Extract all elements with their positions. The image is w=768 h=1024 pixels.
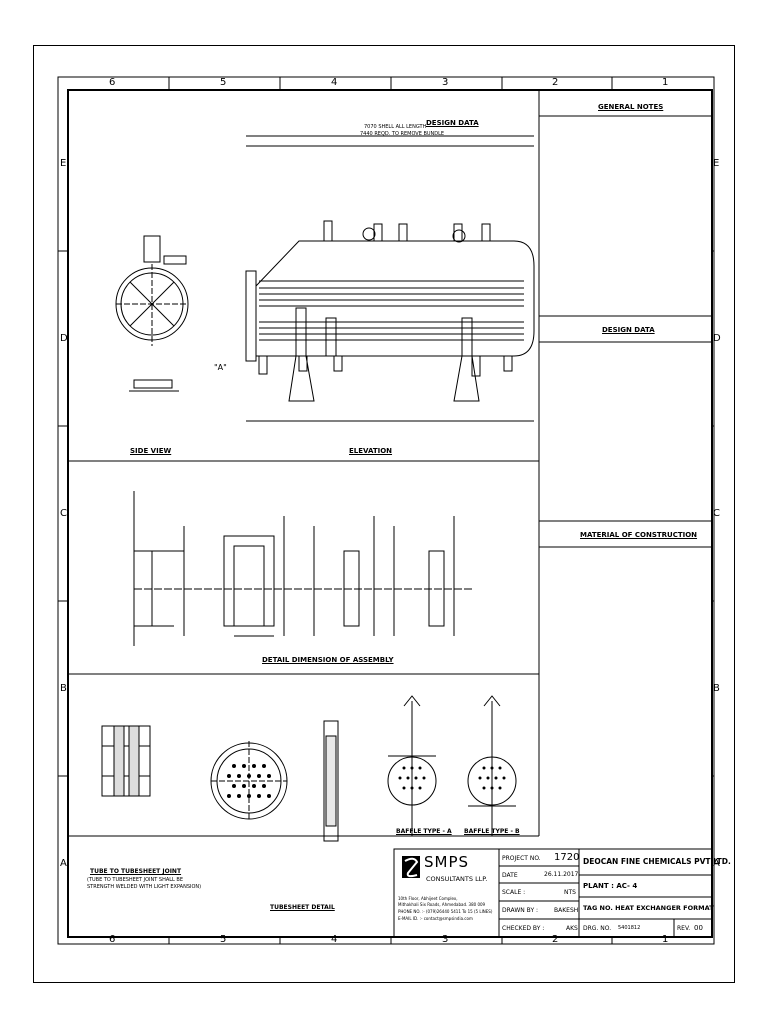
- tube-to-tubesheet-note-1: (TUBE TO TUBESHEET JOINT SHALL BE: [87, 877, 183, 883]
- bundle-removal-dim: 7440 REQD. TO REMOVE BUNDLE: [360, 131, 445, 137]
- drawn-by-label: DRAWN BY :: [502, 907, 539, 914]
- scale-label: SCALE :: [502, 889, 526, 896]
- project-no-value: 1720: [554, 852, 580, 863]
- client-name: DEOCAN FINE CHEMICALS PVT LTD.: [583, 857, 731, 866]
- material-of-construction-heading: MATERIAL OF CONSTRUCTION: [580, 531, 698, 539]
- design-data-top-title: DESIGN DATA: [426, 119, 479, 127]
- overall-length-dim: 7070 SHELL ALL LENGTH: [364, 124, 427, 130]
- design-data-heading: DESIGN DATA: [602, 326, 655, 334]
- tube-to-tubesheet-title: TUBE TO TUBESHEET JOINT: [90, 868, 182, 875]
- checked-by-value: AKS: [566, 925, 578, 932]
- side-view-title: SIDE VIEW: [130, 447, 172, 455]
- baffle-type-b-title: BAFFLE TYPE - B: [464, 828, 520, 835]
- grid-col-3: 3: [442, 77, 449, 88]
- tubesheet-detail-title: TUBESHEET DETAIL: [270, 904, 335, 911]
- baffle-type-a-title: BAFFLE TYPE - A: [396, 828, 452, 835]
- grid-col-4-bottom: 4: [331, 934, 338, 945]
- revision-label: REV.: [677, 925, 691, 932]
- grid-row-e-right: E: [713, 158, 720, 169]
- view-a-marker: "A": [214, 363, 227, 372]
- grid-row-e: E: [60, 158, 67, 169]
- grid-row-d: D: [60, 333, 68, 344]
- company-email: E-MAIL ID. :- contact@smpsindia.com: [398, 916, 473, 921]
- grid-col-5: 5: [220, 77, 227, 88]
- project-no-label: PROJECT NO.: [502, 855, 541, 862]
- grid-row-c-right: C: [713, 508, 720, 519]
- company-address-1: 10th Floor, Abhijeet Complex,: [398, 896, 458, 901]
- company-phone: PHONE NO. :- (079)26440 5411 To 15 (5 LI…: [398, 909, 493, 914]
- drawing-no-value: 5401812: [618, 925, 641, 931]
- grid-col-3-bottom: 3: [442, 934, 449, 945]
- grid-row-b-right: B: [713, 683, 720, 694]
- grid-row-a-right: A: [713, 858, 720, 869]
- grid-col-6: 6: [109, 77, 116, 88]
- grid-col-2: 2: [552, 77, 559, 88]
- date-label: DATE: [502, 872, 518, 879]
- company-logo-text: SMPS: [424, 853, 470, 871]
- grid-col-1-bottom: 1: [662, 934, 669, 945]
- grid-row-d-right: D: [713, 333, 721, 344]
- elevation-title: ELEVATION: [349, 447, 393, 455]
- grid-row-a: A: [60, 858, 67, 869]
- grid-row-c: C: [60, 508, 67, 519]
- grid-col-1: 1: [662, 77, 669, 88]
- general-notes-heading: GENERAL NOTES: [598, 103, 664, 111]
- grid-col-4: 4: [331, 77, 338, 88]
- smps-logo-mark: [402, 856, 420, 878]
- company-name: CONSULTANTS LLP.: [426, 875, 488, 883]
- detail-dimension-title: DETAIL DIMENSION OF ASSEMBLY: [262, 656, 394, 664]
- scale-value: NTS: [564, 889, 576, 896]
- plant-name: PLANT : AC- 4: [583, 882, 638, 890]
- tag-number: TAG NO. HEAT EXCHANGER FORMAT: [583, 904, 714, 912]
- drawing-sheet: 6 5 4 3 2 1 6 5 4 3 2 1 E D C B A E D C …: [33, 45, 735, 983]
- grid-col-2-bottom: 2: [552, 934, 559, 945]
- revision-value: 00: [694, 924, 703, 932]
- date-value: 26.11.2017: [544, 871, 579, 878]
- drawing-no-label: DRG. NO.: [583, 925, 612, 932]
- grid-col-5-bottom: 5: [220, 934, 227, 945]
- drawn-by-value: BAKESH: [554, 907, 579, 914]
- checked-by-label: CHECKED BY :: [502, 925, 545, 932]
- tube-to-tubesheet-note-2: STRENGTH WELDED WITH LIGHT EXPANSION): [87, 884, 202, 890]
- grid-col-6-bottom: 6: [109, 934, 116, 945]
- grid-row-b: B: [60, 683, 67, 694]
- company-address-2: Mithakhali Six Roads, Ahmedabad. 380 009: [398, 902, 486, 907]
- drawing-linework: [57, 76, 715, 945]
